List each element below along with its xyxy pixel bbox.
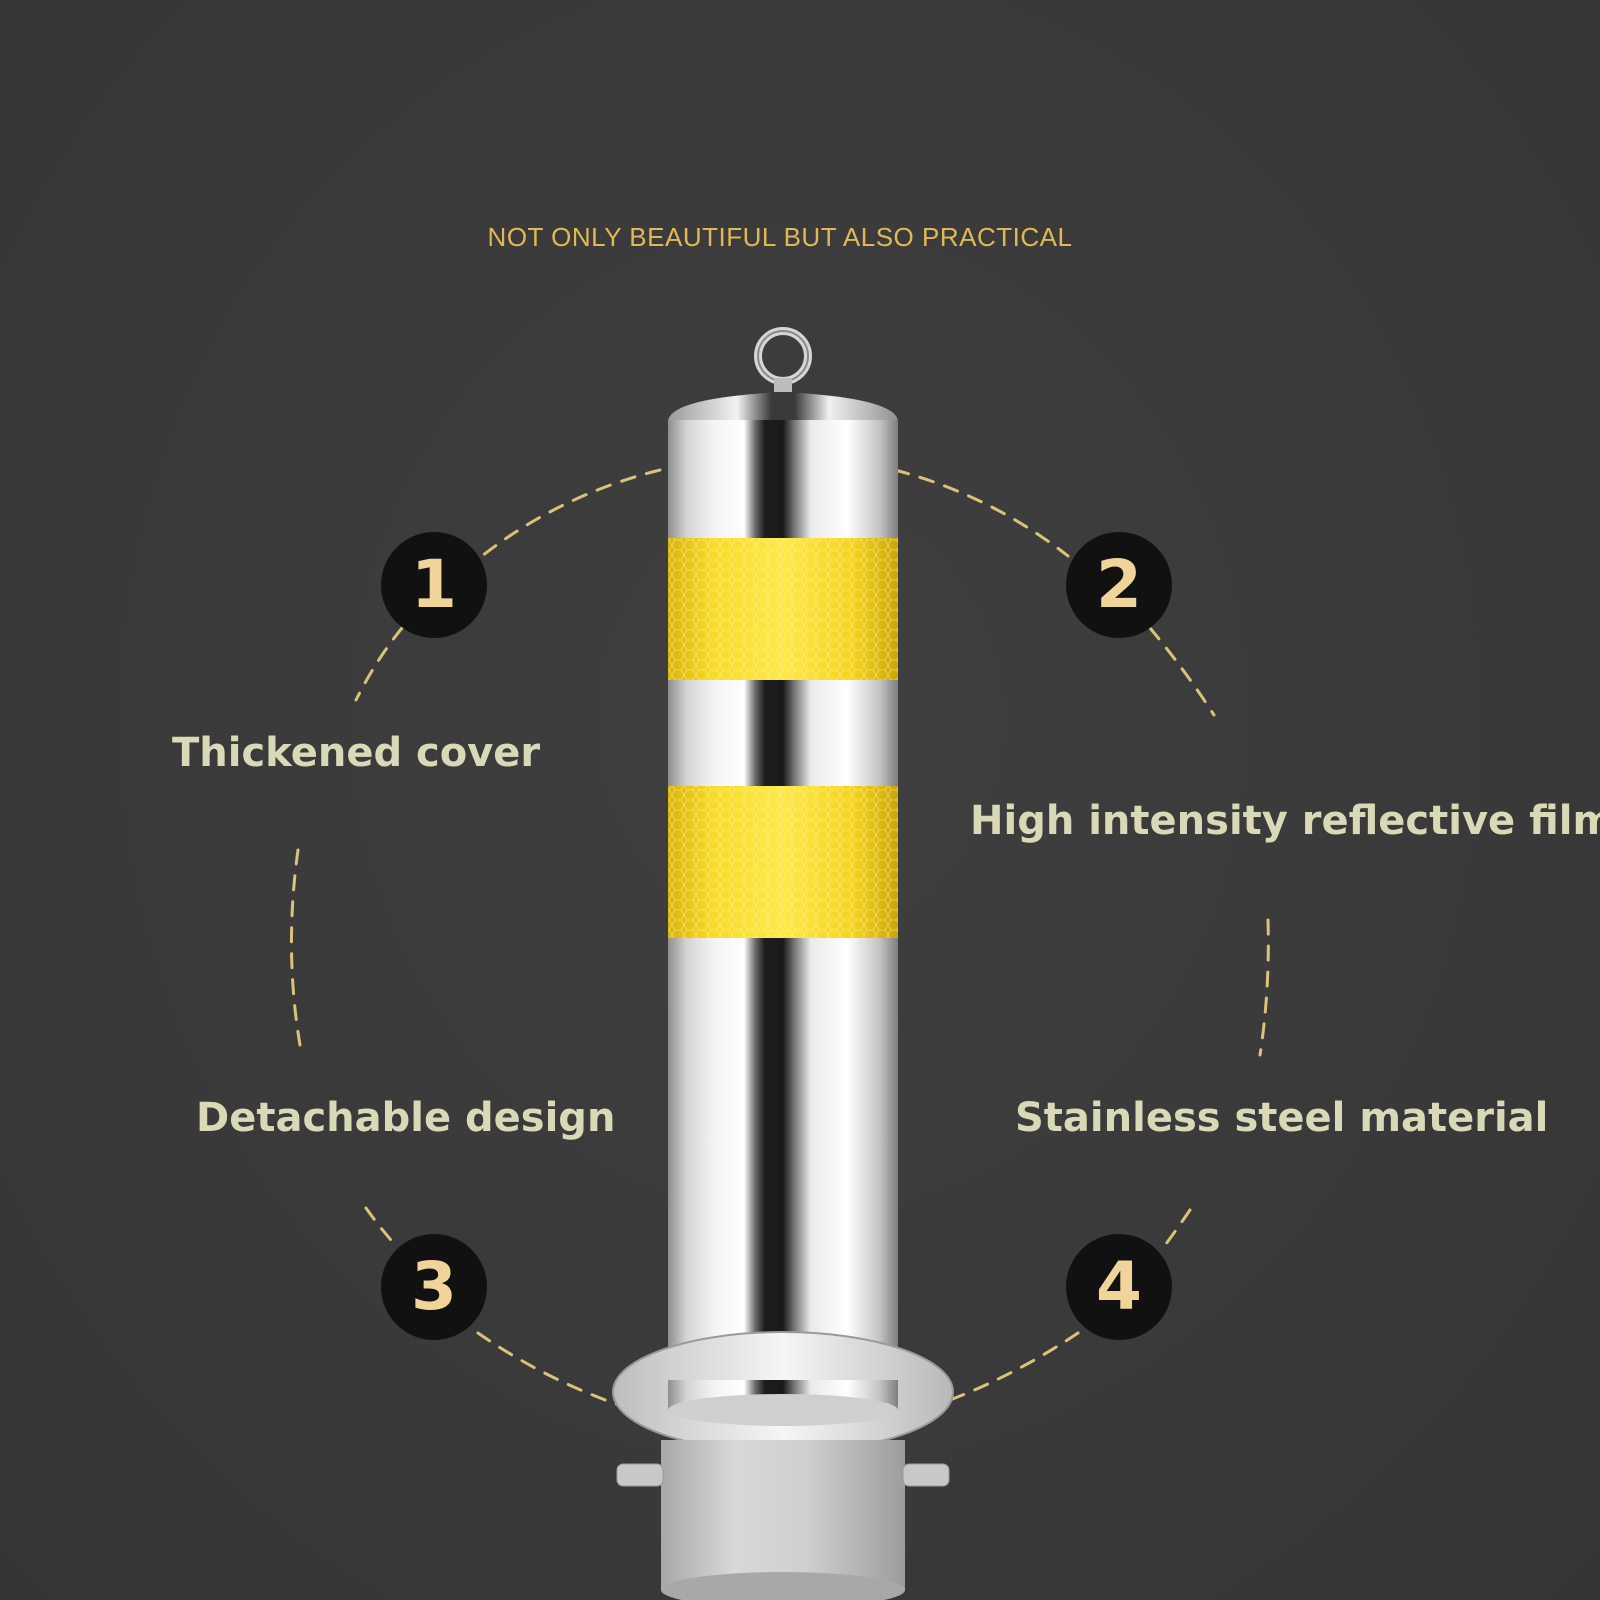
feature-label-stainless-steel: Stainless steel material (1015, 1095, 1549, 1141)
tagline: NOT ONLY BEAUTIFUL BUT ALSO PRACTICAL (487, 222, 1073, 252)
arc-right-middle (1258, 918, 1270, 1057)
arc-top-right (893, 468, 1070, 558)
arc-bottom-right (893, 1331, 1080, 1420)
arc-left-upper (354, 626, 404, 702)
reflective-band-lower (668, 786, 898, 938)
feature-number-badge: 1 (381, 532, 487, 638)
arc-right-upper (1148, 626, 1216, 717)
feature-number-badge: 3 (381, 1234, 487, 1340)
reflective-band-upper (668, 538, 898, 680)
lifting-ring (754, 327, 812, 392)
arc-right-lower (1158, 1208, 1192, 1254)
arc-top-left (480, 468, 662, 558)
base-sleeve (616, 1440, 950, 1600)
bollard-cap (668, 392, 898, 422)
base-flange (612, 1331, 954, 1453)
feature-label-thickened-cover: Thickened cover (172, 730, 541, 776)
feature-label-reflective-film: High intensity reflective film (970, 798, 1600, 844)
feature-number-badge: 4 (1066, 1234, 1172, 1340)
dashed-ring (289, 468, 1270, 1420)
feature-number-badge: 2 (1066, 532, 1172, 638)
arc-left-middle (289, 848, 302, 1047)
feature-label-detachable-design: Detachable design (196, 1095, 616, 1141)
arc-left-lower (364, 1206, 400, 1250)
